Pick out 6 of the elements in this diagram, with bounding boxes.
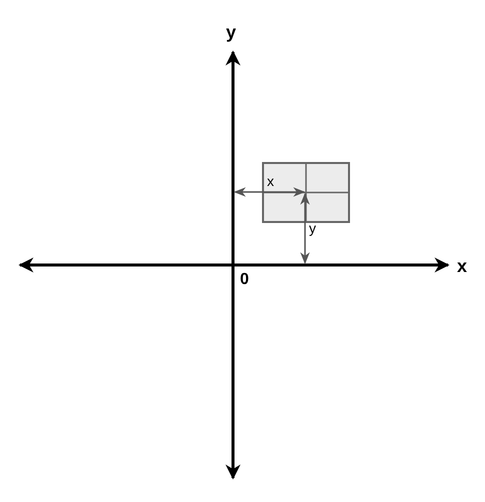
axis-label: x: [457, 257, 468, 275]
axis-label: y: [226, 23, 236, 41]
dimension-label: y: [309, 221, 316, 235]
dimension-label: x: [267, 174, 274, 188]
grid-rectangle: [262, 162, 350, 223]
origin-label: 0: [240, 272, 249, 288]
